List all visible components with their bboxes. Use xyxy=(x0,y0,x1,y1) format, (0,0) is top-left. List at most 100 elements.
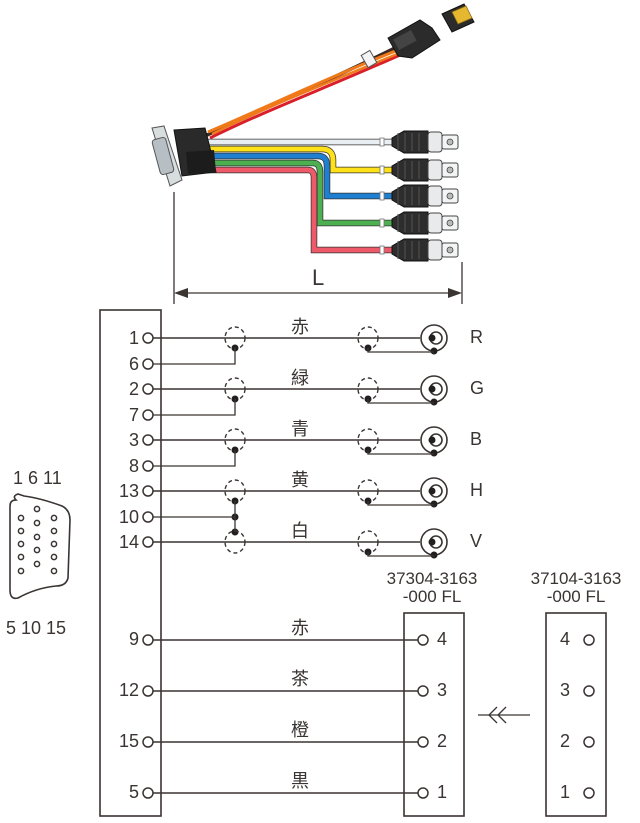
dsub-pin-hole xyxy=(50,553,58,561)
dsub-pin-hole xyxy=(50,567,58,575)
power-dsub-pin-labels: 9 12 15 5 xyxy=(119,629,139,802)
power-row xyxy=(142,685,595,697)
power-row xyxy=(142,634,595,646)
socket-pin-labels: 4 3 2 1 xyxy=(560,629,570,802)
length-label: L xyxy=(312,265,324,290)
pin-label: 6 xyxy=(129,354,139,374)
power-wire xyxy=(209,53,401,140)
dsub-connector-box xyxy=(99,309,162,817)
socket-pin-terminal xyxy=(583,787,595,799)
wire-color-label: 茶 xyxy=(291,669,309,690)
socket-pin-terminal xyxy=(583,736,595,748)
power-row xyxy=(142,787,595,799)
signal-row xyxy=(142,375,448,421)
signal-row xyxy=(142,528,448,559)
signal-row xyxy=(142,324,448,370)
dsub-pin-terminal xyxy=(142,485,154,497)
dsub-pin-hole xyxy=(50,540,58,548)
pin-label: 12 xyxy=(119,680,139,700)
pin-label: 9 xyxy=(129,629,139,649)
dsub-pin-hole xyxy=(50,527,58,535)
wire-color-label: 赤 xyxy=(291,618,309,639)
wire-color-label: 橙 xyxy=(291,720,309,741)
pin-label: 7 xyxy=(129,405,139,425)
dsub-pin-hole xyxy=(50,514,58,522)
bnc-center-contact xyxy=(428,385,436,393)
dsub-pin-hole xyxy=(17,514,25,522)
dsub-bottom-pins-label: 5 10 15 xyxy=(6,618,66,638)
pin-label: 10 xyxy=(119,507,139,527)
dsub-pin-terminal xyxy=(142,383,154,395)
plug-connector-box xyxy=(403,612,465,817)
socket-part-number: 37104-3163 -000 FL xyxy=(531,569,622,606)
ground-wire xyxy=(153,348,236,365)
cable-illustration: L xyxy=(151,3,475,304)
dsub-pin-terminal xyxy=(142,409,154,421)
plug-part-number-line2: -000 FL xyxy=(403,587,462,606)
wire-color-label: 青 xyxy=(291,419,309,440)
coax-wire xyxy=(205,166,395,254)
pin-label: 13 xyxy=(119,481,139,501)
dsub-pin-terminal xyxy=(142,787,154,799)
dsub-pin-hole xyxy=(33,505,41,513)
length-dimension: L xyxy=(173,192,463,304)
signal-name: H xyxy=(470,480,483,500)
dsub-pinout: 1 6 11 5 10 15 xyxy=(6,468,71,638)
dsub-pin-hole xyxy=(17,527,25,535)
dsub-pin-terminal xyxy=(142,434,154,446)
cable-tie xyxy=(360,49,378,69)
plug-pin-terminal xyxy=(417,685,429,697)
ground-wire xyxy=(367,399,434,404)
plug-pin-label: 1 xyxy=(437,782,447,802)
bnc-center-contact xyxy=(428,487,436,495)
dsub-pin-hole xyxy=(17,540,25,548)
dsub-connector-illustration xyxy=(151,125,217,187)
socket-connector-box xyxy=(545,612,607,817)
power-wiring xyxy=(142,634,595,799)
pin-label: 2 xyxy=(129,379,139,399)
signal-row xyxy=(142,477,448,536)
dsub-pin-terminal xyxy=(142,736,154,748)
signal-wire-color-labels: 赤 緑 青 黄 白 xyxy=(291,317,309,542)
socket-pin-terminal xyxy=(583,634,595,646)
plug-part-number-line1: 37304-3163 xyxy=(387,569,478,588)
dsub-face-outline xyxy=(9,493,71,600)
wire-color-label: 緑 xyxy=(291,368,309,389)
signal-name: B xyxy=(470,429,482,449)
plug-pin-label: 4 xyxy=(437,629,447,649)
bnc-connector-icon xyxy=(391,211,459,235)
ground-wire xyxy=(153,450,236,467)
ground-wire xyxy=(367,552,434,557)
dsub-pin-terminal xyxy=(142,536,154,548)
bnc-connectors xyxy=(391,130,459,262)
wire-markers xyxy=(379,137,385,255)
dsub-pin-hole xyxy=(33,519,41,527)
wire-color-label: 赤 xyxy=(291,317,309,338)
dsub-pin-hole xyxy=(33,533,41,541)
socket-pin-label: 3 xyxy=(560,680,570,700)
bnc-ground-contact xyxy=(430,500,438,508)
signal-wiring xyxy=(142,324,448,559)
plug-pin-label: 2 xyxy=(437,731,447,751)
pin-label: 3 xyxy=(129,430,139,450)
socket-part-number-line2: -000 FL xyxy=(547,587,606,606)
ground-wire xyxy=(153,399,236,416)
signal-name: R xyxy=(470,327,483,347)
dsub-pin-hole xyxy=(33,546,41,554)
socket-pin-label: 4 xyxy=(560,629,570,649)
wire-color-label: 黄 xyxy=(291,470,309,491)
socket-pin-terminal xyxy=(583,685,595,697)
plug-part-number: 37304-3163 -000 FL xyxy=(387,569,478,606)
bnc-connector-icon xyxy=(391,130,459,154)
signal-pin-labels: 1 6 2 7 3 8 13 10 14 xyxy=(119,328,139,552)
dsub-pin-hole xyxy=(33,560,41,568)
pin-label: 15 xyxy=(119,731,139,751)
plug-pin-terminal xyxy=(417,787,429,799)
socket-pin-label: 1 xyxy=(560,782,570,802)
wire-color-label: 黒 xyxy=(291,771,309,792)
bnc-ground-contact xyxy=(430,449,438,457)
dsub-pin-terminal xyxy=(142,685,154,697)
plug-pin-labels: 4 3 2 1 xyxy=(437,629,447,802)
dsub-pin-terminal xyxy=(142,460,154,472)
